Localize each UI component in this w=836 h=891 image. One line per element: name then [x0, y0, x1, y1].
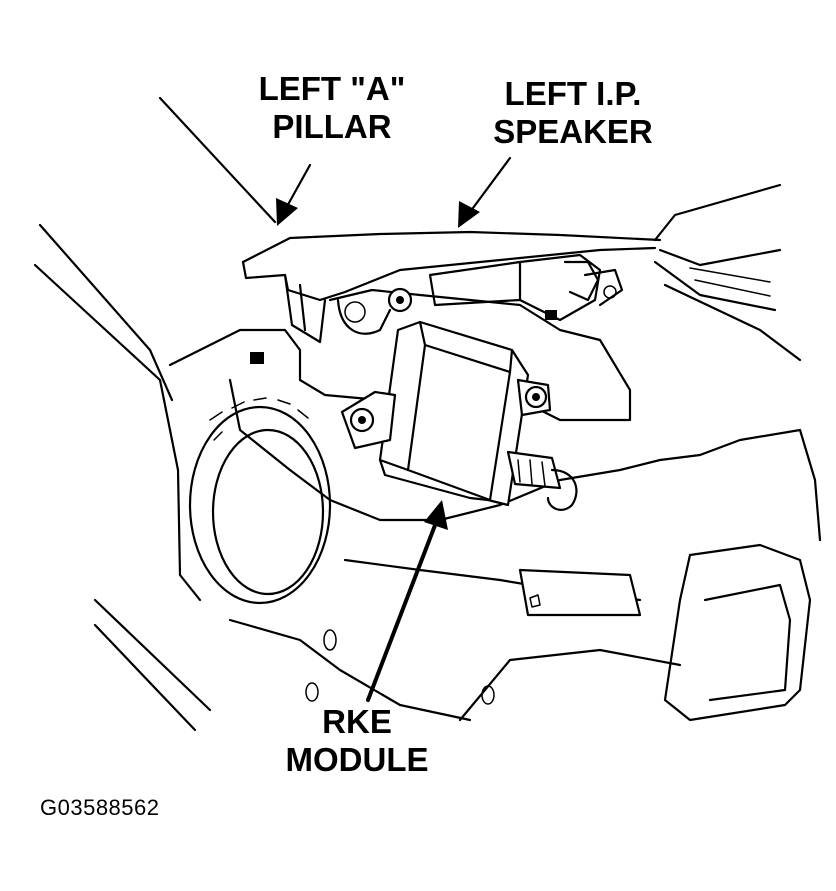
- right-lower-bracket: [663, 543, 812, 722]
- speaker-tab: [545, 310, 557, 320]
- screw-left-center: [358, 416, 366, 424]
- vent-ring-inner: [211, 428, 325, 596]
- instrument-panel-top-edge: [241, 230, 662, 264]
- speaker-mount: [583, 268, 624, 307]
- rke-module-callout-line-2: MODULE: [285, 741, 429, 778]
- windshield-edge-line: [33, 263, 202, 602]
- connector-detail: [517, 459, 546, 487]
- left-clip: [250, 352, 264, 364]
- speaker-mount-hole: [603, 285, 617, 299]
- rke-arrowhead: [424, 500, 448, 530]
- rke-arrow-shaft: [366, 518, 439, 702]
- recess-screw-hole: [344, 301, 366, 323]
- speaker-housing: [428, 260, 522, 307]
- rke-module-lower-edge: [378, 458, 492, 502]
- wire-connector: [506, 450, 562, 490]
- ip-speaker-callout: LEFT I.P. SPEAKER: [478, 75, 668, 151]
- dash-cavity-outline: [168, 328, 382, 402]
- a-pillar-callout: LEFT "A" PILLAR: [232, 70, 432, 146]
- figure-id: G03588562: [40, 795, 160, 820]
- screw-top-center: [396, 296, 404, 304]
- screw-right-center: [532, 393, 540, 401]
- mount-hole-3: [305, 682, 319, 702]
- mount-hole-2: [481, 685, 495, 705]
- pillar-arrowhead: [276, 198, 298, 226]
- speaker-clip: [563, 260, 600, 302]
- glovebox-opening: [518, 568, 642, 617]
- mount-hole-1: [323, 629, 337, 651]
- right-vent-lines: [689, 267, 771, 297]
- a-pillar-bracket: [283, 273, 327, 344]
- speaker-bracket: [518, 253, 602, 322]
- lower-dash-edge: [458, 648, 682, 722]
- lower-console-left: [228, 618, 472, 722]
- pillar-leader-line: [158, 96, 277, 224]
- cavity-lower-edge: [228, 378, 802, 522]
- panel-recess: [336, 298, 392, 335]
- right-side-edge: [798, 428, 822, 542]
- rke-module-face: [406, 320, 514, 502]
- ip-speaker-callout-line-2: SPEAKER: [493, 113, 653, 150]
- a-pillar-callout-line-1: LEFT "A": [258, 70, 406, 107]
- lower-trim-line-2: [93, 623, 197, 732]
- pillar-trim-line: [38, 223, 174, 402]
- right-lower-bracket-inner: [703, 583, 792, 702]
- vent-ring-ribs: [209, 397, 309, 441]
- vent-ring-outer: [188, 405, 332, 605]
- a-pillar-callout-line-2: PILLAR: [272, 108, 392, 145]
- rke-module-callout-line-1: RKE: [322, 703, 392, 740]
- rke-module-callout: RKE MODULE: [262, 703, 452, 779]
- speaker-arrow-shaft: [468, 156, 512, 214]
- ip-speaker-callout-line-1: LEFT I.P.: [504, 75, 642, 112]
- pillar-arrow-shaft: [283, 163, 312, 212]
- lower-trim-line-1: [93, 598, 212, 712]
- glovebox-latch: [529, 594, 541, 608]
- right-upper-trim: [653, 183, 802, 362]
- speaker-arrowhead: [458, 201, 480, 228]
- rke-module-body: [378, 320, 530, 507]
- instrument-panel-top: [241, 246, 657, 302]
- wire-harness: [546, 468, 578, 511]
